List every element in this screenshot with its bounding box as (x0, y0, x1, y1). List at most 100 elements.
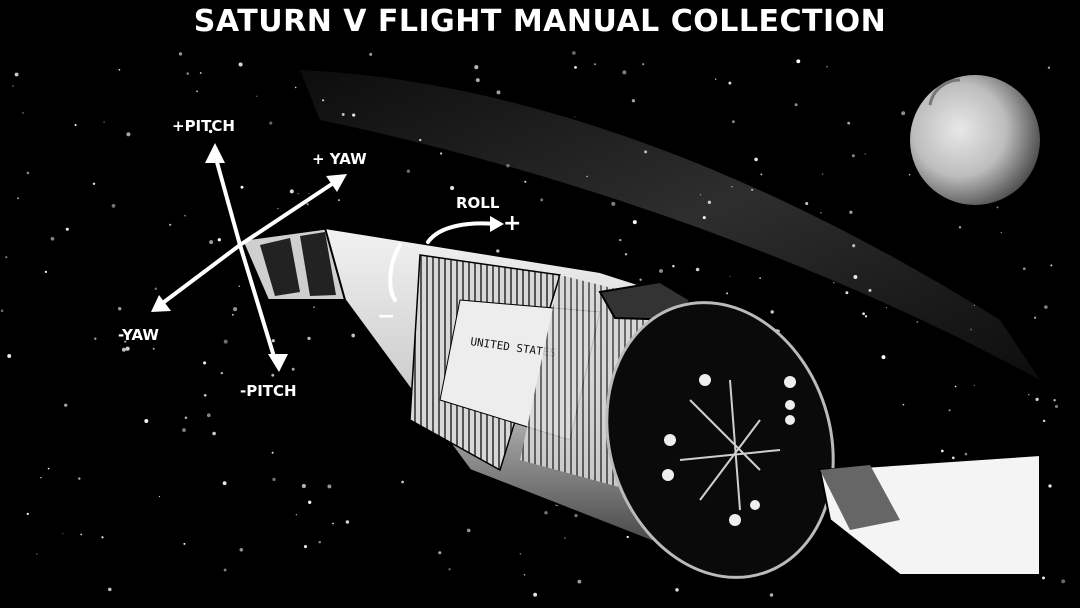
star (439, 152, 443, 155)
star (232, 313, 234, 316)
star (714, 78, 717, 81)
page-title: SATURN V FLIGHT MANUAL COLLECTION (193, 4, 887, 39)
star (675, 588, 679, 592)
roll-arrow (426, 221, 497, 244)
star (632, 220, 637, 225)
star (277, 207, 279, 210)
star (186, 72, 189, 75)
roll-minus-arrow (388, 243, 402, 302)
star (574, 513, 578, 518)
star (496, 90, 501, 95)
star (223, 568, 227, 572)
star (881, 355, 886, 360)
star (1044, 305, 1048, 309)
star (624, 252, 628, 256)
star (450, 185, 455, 191)
star (271, 339, 275, 343)
star (240, 185, 244, 189)
star (65, 227, 69, 231)
roll-minus-sign: − (377, 304, 395, 329)
star (852, 244, 856, 248)
star (448, 568, 451, 571)
star (199, 72, 202, 74)
star (101, 536, 104, 539)
star (769, 593, 774, 597)
star (313, 306, 315, 308)
star (577, 579, 582, 584)
star (728, 81, 732, 85)
star (223, 339, 228, 344)
star (341, 113, 345, 116)
star (303, 545, 308, 549)
star (1000, 232, 1002, 234)
minus-yaw-label: -YAW (118, 326, 159, 344)
star (851, 154, 855, 158)
star (40, 477, 42, 479)
star (203, 393, 207, 397)
star (438, 551, 442, 555)
star (996, 206, 999, 209)
star (152, 347, 155, 350)
star (169, 223, 172, 226)
star (849, 210, 853, 214)
star (238, 62, 243, 67)
star (272, 477, 276, 482)
star (271, 451, 274, 454)
star (519, 553, 521, 555)
star (62, 533, 64, 535)
star (593, 63, 597, 66)
star (523, 573, 526, 576)
star (796, 59, 801, 64)
star (182, 428, 186, 433)
star (44, 270, 48, 274)
milky-way-band (300, 70, 1040, 380)
star (695, 267, 700, 272)
star (121, 347, 126, 352)
star (524, 180, 527, 183)
star (351, 333, 356, 338)
star (352, 113, 356, 117)
star (631, 99, 636, 103)
star (124, 340, 127, 343)
star (506, 164, 510, 168)
star (672, 265, 675, 268)
star (118, 307, 122, 311)
star (318, 540, 321, 544)
star (466, 528, 471, 533)
star (1042, 576, 1045, 580)
star (1047, 66, 1051, 69)
star (574, 116, 576, 118)
star (544, 511, 548, 515)
star (271, 373, 275, 377)
star (1061, 579, 1066, 584)
star (14, 72, 19, 77)
star (183, 542, 186, 545)
star (322, 99, 325, 102)
star (474, 65, 479, 70)
star (1022, 267, 1026, 271)
star (217, 238, 221, 242)
star (80, 533, 83, 536)
star (862, 312, 865, 316)
plus-yaw-label: + YAW (312, 150, 367, 168)
star (295, 514, 298, 516)
star (233, 307, 238, 312)
star (203, 361, 207, 365)
star (184, 215, 186, 217)
star (327, 484, 332, 489)
star (158, 495, 161, 498)
star (208, 129, 213, 134)
star (805, 201, 809, 206)
star (369, 52, 373, 56)
star (308, 500, 312, 504)
roll-plus-sign: + (503, 211, 521, 236)
star (496, 249, 500, 253)
arrow-heads (151, 143, 504, 372)
star (269, 121, 273, 125)
star (1028, 394, 1030, 396)
star (178, 52, 183, 56)
star (726, 292, 729, 295)
star (47, 467, 50, 470)
star (702, 216, 706, 220)
star (885, 307, 887, 309)
